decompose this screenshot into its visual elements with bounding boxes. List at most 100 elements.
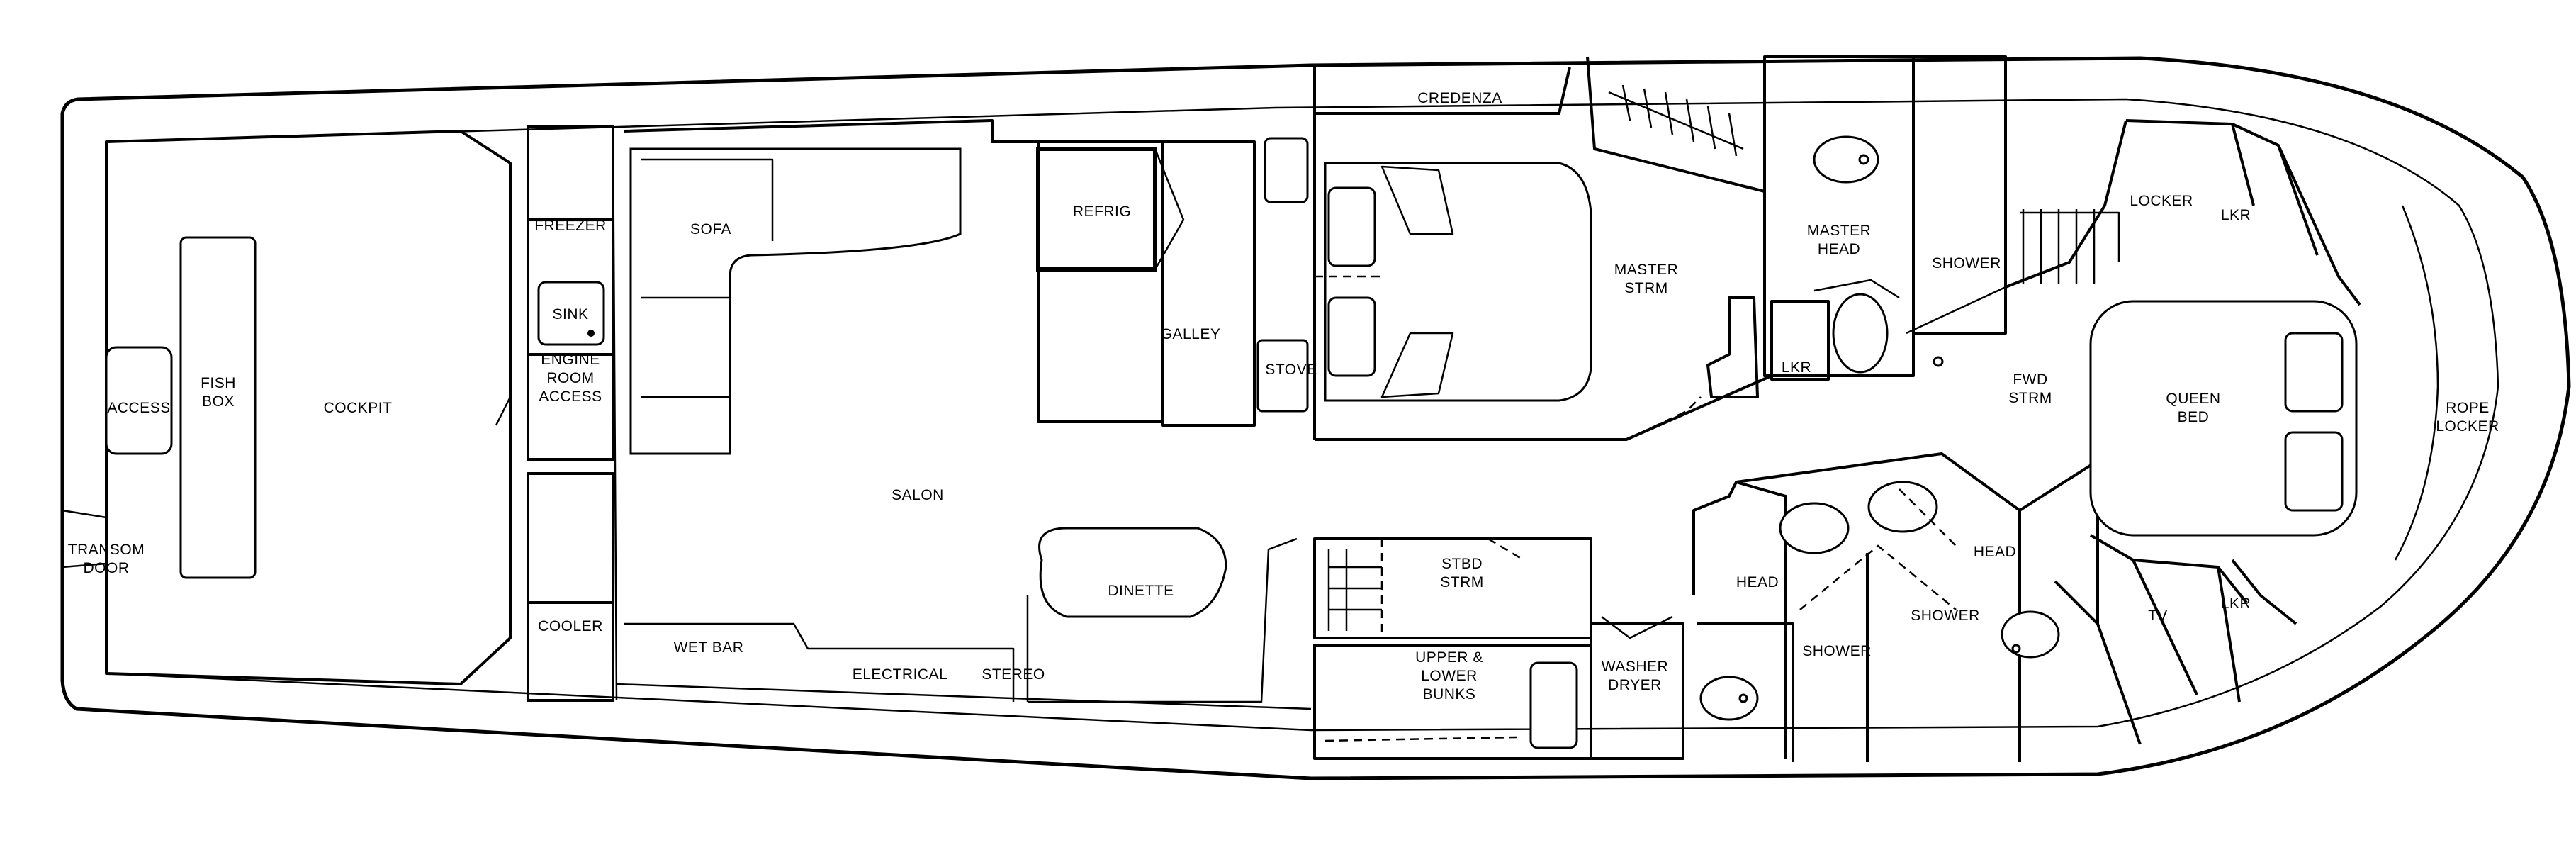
label-line: BOX [202, 393, 235, 410]
sofa [629, 147, 962, 455]
label-line: MASTER [1614, 262, 1679, 278]
label-refrig: REFRIG [1073, 203, 1131, 220]
label-master-head: MASTER HEAD [1807, 223, 1872, 257]
label-line: BED [2178, 409, 2210, 425]
label-line: ELECTRICAL [853, 666, 948, 683]
label-line: SOFA [690, 221, 731, 237]
label-line: HEAD [1974, 544, 2016, 560]
label-line: FWD [2013, 371, 2047, 388]
label-shower-port: SHOWER [1802, 643, 1872, 659]
label-line: ROOM [546, 370, 594, 386]
label-washer-dryer: WASHER DRYER [1602, 659, 1668, 693]
label-line: SALON [892, 487, 944, 503]
label-cooler: COOLER [538, 618, 603, 634]
label-line: TV [2148, 608, 2168, 624]
label-line: BUNKS [1423, 686, 1476, 703]
refrigerator [1036, 147, 1157, 272]
label-line: STEREO [982, 666, 1045, 683]
forward-heads [1692, 452, 2142, 762]
label-line: COCKPIT [324, 400, 393, 416]
label-line: STRM [1624, 280, 1668, 296]
label-line: WET BAR [674, 639, 744, 656]
label-line: DRYER [1608, 677, 1662, 693]
label-line: CREDENZA [1417, 90, 1502, 106]
label-line: REFRIG [1073, 203, 1131, 220]
label-stove: STOVE [1265, 362, 1317, 378]
label-fish-box: FISH BOX [201, 375, 236, 410]
master-bed [1324, 162, 1592, 402]
label-rope-locker: ROPE LOCKER [2436, 400, 2499, 435]
label-line: LOWER [1421, 668, 1478, 684]
label-tv: TV [2148, 608, 2168, 624]
label-line: STBD [1441, 556, 1483, 572]
cockpit-area [62, 130, 512, 685]
label-line: FREEZER [534, 218, 607, 234]
label-line: ACCESS [539, 388, 602, 405]
galley-area [1036, 113, 1316, 440]
label-stereo: STEREO [982, 666, 1045, 683]
label-salon: SALON [892, 487, 944, 503]
label-lkr-fwd-bottom: LKR [2221, 595, 2251, 612]
dinette [1038, 527, 1227, 618]
label-line: SHOWER [1911, 608, 1980, 624]
label-fwd-strm: FWD STRM [2008, 371, 2052, 406]
starboard-cabins [1313, 537, 1684, 760]
master-head [1763, 55, 2007, 381]
label-line: TRANSOM [68, 542, 145, 558]
label-access: ACCESS [107, 400, 170, 416]
label-shower-master: SHOWER [1932, 255, 2001, 272]
label-line: COOLER [538, 618, 603, 634]
forward-stateroom [2004, 57, 2361, 703]
label-line: ROPE [2446, 400, 2490, 416]
label-line: MASTER [1807, 223, 1872, 239]
label-shower-stbd: SHOWER [1911, 608, 1980, 624]
label-line: DINETTE [1108, 583, 1174, 599]
label-line: LOCKER [2130, 193, 2193, 209]
label-master-strm: MASTER STRM [1614, 262, 1679, 296]
label-line: HEAD [1818, 241, 1860, 257]
label-line: SINK [552, 306, 588, 323]
label-line: WASHER [1602, 659, 1668, 675]
bunk-pillow [1529, 661, 1578, 749]
sink-fixture [537, 281, 605, 346]
room-labels: TRANSOM DOOR ACCESS FISH BOX COCKPIT FREEZ… [68, 90, 2499, 703]
label-head-port: HEAD [1736, 574, 1779, 591]
label-wet-bar: WET BAR [674, 639, 744, 656]
label-lkr-master: LKR [1782, 359, 1811, 376]
label-line: GALLEY [1161, 326, 1221, 342]
access-hatch [105, 346, 173, 455]
label-line: DOOR [84, 560, 130, 576]
master-stateroom [1313, 56, 1772, 441]
label-line: FISH [201, 375, 236, 391]
stove [1256, 339, 1309, 413]
label-line: HEAD [1736, 574, 1779, 591]
label-upper-lower-bunks: UPPER & LOWER BUNKS [1415, 649, 1483, 703]
label-line: LKR [2221, 207, 2251, 223]
label-line: LOCKER [2436, 418, 2499, 435]
label-line: SHOWER [1932, 255, 2001, 272]
label-transom-door: TRANSOM DOOR [68, 542, 145, 576]
label-sofa: SOFA [690, 221, 731, 237]
label-credenza: CREDENZA [1417, 90, 1502, 106]
label-line: LKR [1782, 359, 1811, 376]
label-locker: LOCKER [2130, 193, 2193, 209]
label-engine-room-access: ENGINE ROOM ACCESS [539, 352, 602, 405]
label-queen-bed: QUEEN BED [2166, 391, 2220, 425]
salon-area [616, 119, 1312, 710]
label-stbd-strm: STBD STRM [1440, 556, 1484, 591]
label-electrical: ELECTRICAL [853, 666, 948, 683]
label-line: SHOWER [1802, 643, 1872, 659]
label-dinette: DINETTE [1108, 583, 1174, 599]
label-line: ENGINE [541, 352, 600, 368]
label-line: QUEEN [2166, 391, 2220, 407]
engine-bulkhead [495, 125, 618, 702]
fish-box [179, 236, 257, 579]
label-cockpit: COCKPIT [324, 400, 393, 416]
label-line: LKR [2221, 595, 2251, 612]
label-line: UPPER & [1415, 649, 1483, 666]
label-line: STRM [2008, 390, 2052, 406]
label-line: STRM [1440, 574, 1484, 591]
label-galley: GALLEY [1161, 326, 1221, 342]
hull-outline [60, 56, 2571, 780]
